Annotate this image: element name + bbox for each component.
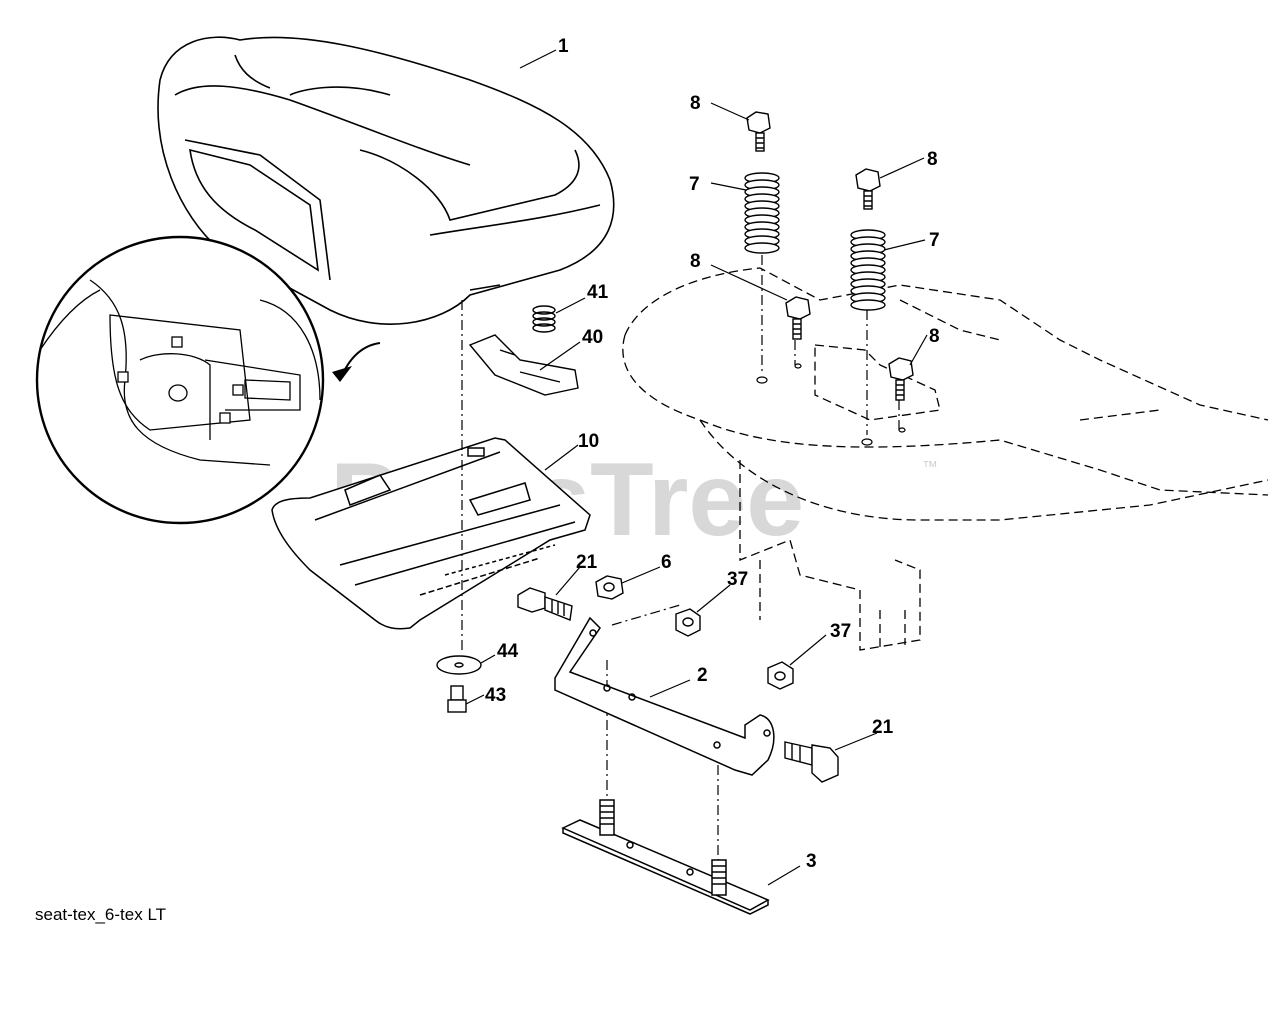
spring-41 (532, 305, 556, 333)
callout-2: 2 (697, 665, 708, 686)
stud-left (599, 799, 615, 836)
assembly-axes (461, 255, 900, 860)
callout-8-d: 8 (929, 326, 940, 347)
nut-37-lower (767, 661, 794, 690)
callout-7-right: 7 (929, 230, 940, 251)
callout-37-upper: 37 (727, 569, 748, 590)
bolt-8-b (855, 168, 881, 210)
callout-41: 41 (587, 282, 609, 303)
callout-21-left: 21 (576, 552, 598, 573)
callout-1: 1 (558, 36, 569, 57)
bolt-21-left (517, 587, 573, 621)
callout-6: 6 (661, 552, 672, 573)
washer-44 (436, 655, 482, 675)
spring-7-left (744, 172, 780, 254)
leader-lines (465, 49, 928, 886)
nut-6 (595, 575, 624, 600)
callouts: 1 41 40 10 21 6 37 37 2 21 3 44 43 8 7 8… (485, 36, 940, 872)
callout-7-left: 7 (689, 174, 700, 195)
callout-37-lower: 37 (830, 621, 851, 642)
bolt-8-c (785, 296, 811, 340)
plate-3 (561, 799, 770, 915)
detail-magnifier (35, 235, 381, 525)
callout-21-right: 21 (872, 717, 894, 738)
callout-8-a: 8 (690, 93, 701, 114)
nut-37-upper (675, 608, 701, 637)
diagram-reference: seat-tex_6-tex LT (35, 905, 166, 924)
watermark-trademark: ™ (922, 459, 938, 476)
bracket-2 (554, 616, 775, 776)
bolt-8-d (888, 357, 914, 401)
bolt-43 (447, 685, 467, 713)
seat-pan-10 (271, 437, 591, 630)
callout-44: 44 (497, 641, 519, 662)
callout-8-c: 8 (690, 251, 701, 272)
stud-right (711, 859, 727, 896)
callout-40: 40 (582, 327, 603, 348)
callout-3: 3 (806, 851, 817, 872)
callout-8-b: 8 (927, 149, 938, 170)
bolt-8-a (746, 111, 771, 152)
callout-10: 10 (578, 431, 599, 452)
bolt-21-right (784, 741, 839, 783)
frame-holes (756, 363, 906, 446)
seat (157, 36, 615, 325)
latch-40 (468, 334, 579, 396)
spring-7-right (850, 229, 886, 311)
callout-43: 43 (485, 685, 506, 706)
tractor-frame (622, 267, 1269, 651)
